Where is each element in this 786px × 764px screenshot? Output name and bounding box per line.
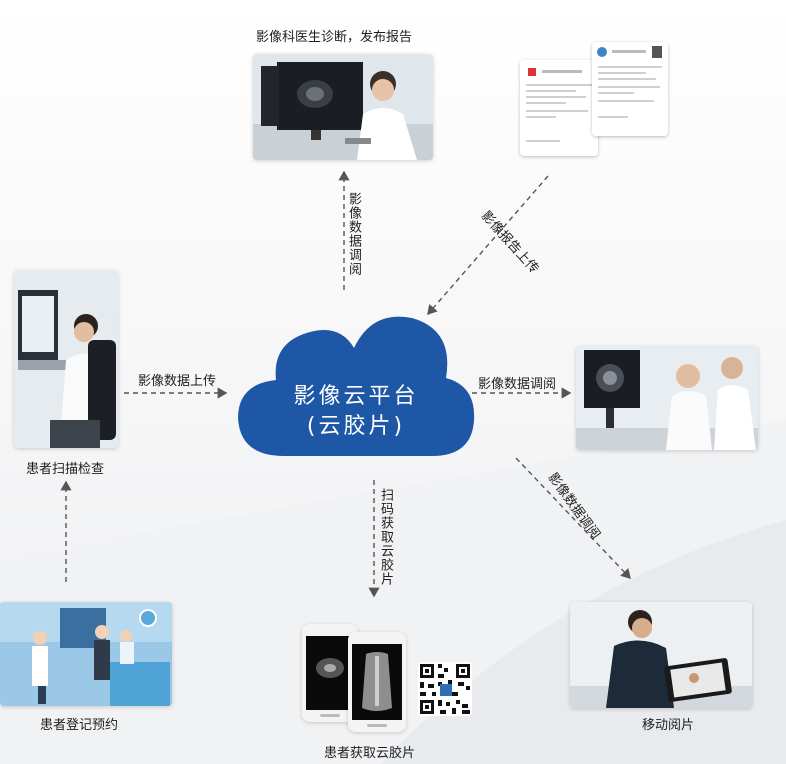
edge-label-retrieve-right: 影像数据调阅 <box>478 377 557 392</box>
node-label-get-film: 患者获取云胶片 <box>324 746 416 761</box>
qr-code-icon <box>418 662 472 716</box>
node-label-register: 患者登记预约 <box>40 718 119 733</box>
edge-label-retrieve-up: 影像数据调阅 <box>346 192 361 276</box>
clinic-photo <box>576 346 758 450</box>
cloud-title: 影像云平台 <box>293 384 419 409</box>
cloud-subtitle: (云胶片) <box>306 414 406 439</box>
node-label-doctor-diagnosis: 影像科医生诊断，发布报告 <box>256 30 413 45</box>
cloud-icon <box>238 316 475 456</box>
report-document-right <box>592 42 668 136</box>
mobile-reading-photo <box>570 602 752 708</box>
edge-label-scan-code: 扫码获取云胶片 <box>378 488 393 586</box>
arrow-report-to-cloud <box>427 175 549 316</box>
cloud-platform: 影像云平台 (云胶片) <box>232 296 480 466</box>
edge-label-upload-images: 影像数据上传 <box>138 374 217 389</box>
patient-scan-photo <box>14 270 118 448</box>
doctor-diagnosis-photo <box>253 54 433 160</box>
phone-right <box>348 632 406 732</box>
node-label-mobile-view: 移动阅片 <box>642 718 695 733</box>
node-label-scan: 患者扫描检查 <box>26 462 105 477</box>
arrow-cloud-to-mobile <box>515 457 631 580</box>
report-document-left <box>520 60 598 156</box>
registration-photo <box>0 602 172 706</box>
